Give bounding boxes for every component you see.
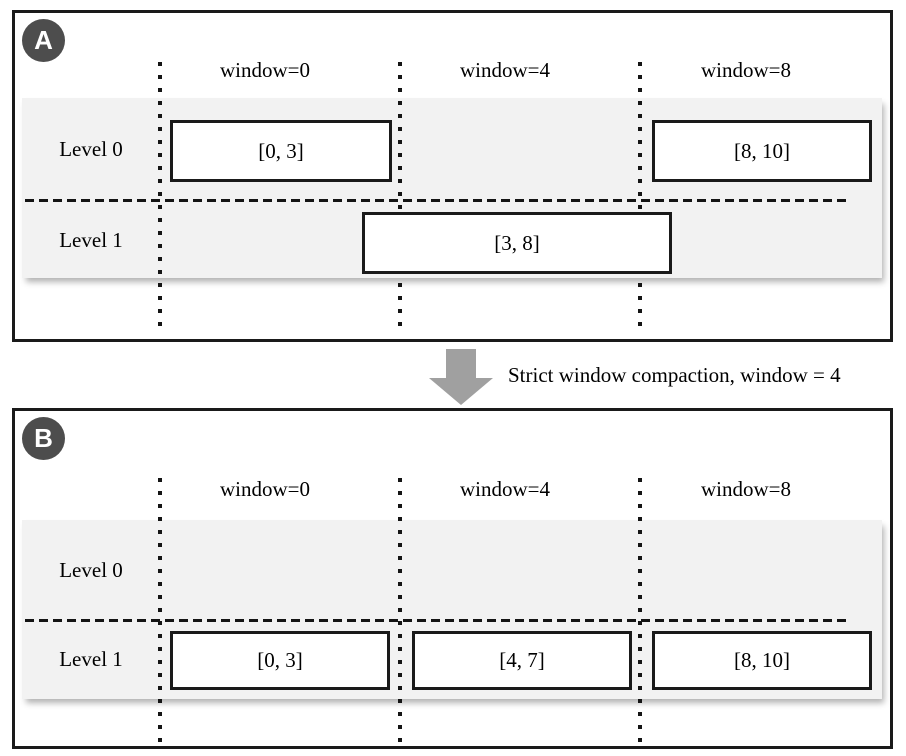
window-boundary-dotted-line (158, 62, 162, 326)
sstable-box: [4, 7] (412, 631, 632, 690)
sstable-range: [8, 10] (734, 138, 790, 163)
panel-b-window-0-label: window=0 (219, 477, 310, 501)
panel-b-badge: B (22, 417, 65, 460)
panel-b-window-4-label: window=4 (459, 477, 550, 501)
panel-b-after-compaction: B window=0 window=4 window=8 Level 0 Lev… (12, 408, 893, 749)
down-arrow-icon (429, 349, 493, 405)
sstable-box: [0, 3] (170, 120, 392, 182)
window-boundary-dotted-line (638, 478, 642, 745)
panel-a-level-1-label: Level 1 (59, 228, 123, 252)
panel-b-window-8-label: window=8 (700, 477, 791, 501)
window-boundary-dotted-line (638, 62, 642, 326)
panel-a-before-compaction: A window=0 window=4 window=8 Level 0 Lev… (12, 10, 893, 342)
level-divider-dashed-line (25, 619, 851, 622)
panel-a-window-8-label: window=8 (700, 58, 791, 82)
panel-a-level-0-label: Level 0 (59, 137, 123, 161)
window-boundary-dotted-line (398, 62, 402, 326)
sstable-box: [0, 3] (170, 631, 390, 690)
level-divider-dashed-line (25, 199, 851, 202)
panel-a-window-4-label: window=4 (459, 58, 550, 82)
panel-b-level-0-label: Level 0 (59, 558, 123, 582)
panel-b-level-1-label: Level 1 (59, 647, 123, 671)
sstable-box: [8, 10] (652, 631, 872, 690)
sstable-range: [3, 8] (494, 230, 540, 255)
window-boundary-dotted-line (158, 478, 162, 745)
sstable-range: [0, 3] (257, 648, 303, 672)
sstable-box: [3, 8] (362, 212, 672, 274)
compaction-caption: Strict window compaction, window = 4 (508, 363, 841, 387)
window-boundary-dotted-line (398, 478, 402, 745)
sstable-box: [8, 10] (652, 120, 872, 182)
sstable-range: [4, 7] (499, 648, 545, 672)
panel-a-badge: A (22, 19, 65, 62)
sstable-range: [8, 10] (734, 648, 790, 672)
sstable-range: [0, 3] (258, 138, 304, 163)
panel-a-window-0-label: window=0 (219, 58, 310, 82)
